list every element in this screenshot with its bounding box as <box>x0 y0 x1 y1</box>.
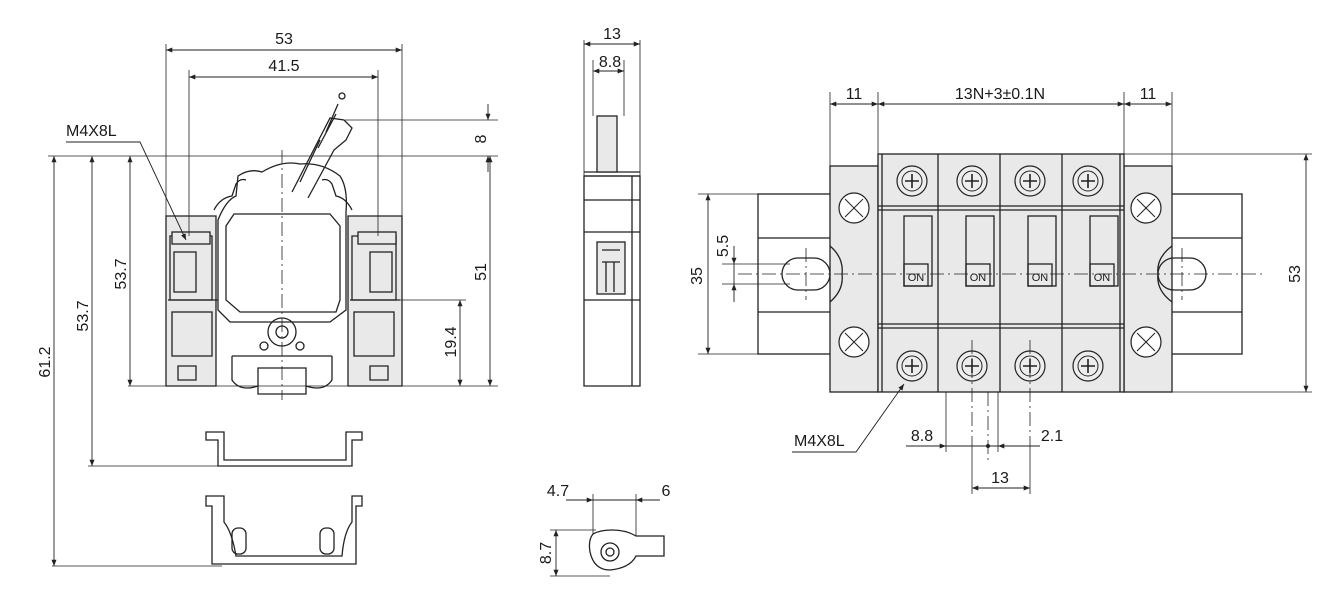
dim-rail-height-b: 53.7 <box>75 300 92 331</box>
dim-terminal-left: 4.7 <box>547 483 569 500</box>
switch-label-2: ON <box>970 272 987 284</box>
front-view-body <box>165 92 403 395</box>
switch-label-1: ON <box>908 272 925 284</box>
dim-side-width: 13 <box>603 26 621 43</box>
mount-screw-top-left <box>838 192 870 224</box>
front-screw-label: M4X8L <box>66 123 117 140</box>
top-view-body <box>757 153 1243 393</box>
dim-rail-height-a: 53.7 <box>113 258 130 289</box>
switch-label-3: ON <box>1032 272 1049 284</box>
dim-front-width-inner: 41.5 <box>268 58 299 75</box>
top-screw-label: M4X8L <box>794 433 845 450</box>
dim-overall-height: 53 <box>1287 265 1304 283</box>
dim-body-height: 51 <box>473 263 490 281</box>
terminal-detail: 4.7 6 8.7 <box>538 483 671 577</box>
dim-gap: 2.1 <box>1041 428 1063 445</box>
dim-terminal-height: 8.7 <box>538 542 555 564</box>
screw-bottom-4 <box>1072 350 1104 382</box>
screw-top-1 <box>896 165 928 197</box>
screw-top-3 <box>1014 165 1046 197</box>
dim-terminal-right: 6 <box>662 483 671 500</box>
dim-lower-height: 19.4 <box>443 326 460 357</box>
dim-front-width-overall: 53 <box>275 31 293 48</box>
dim-pitch: 13 <box>991 470 1009 487</box>
din-rail-profiles <box>205 431 363 565</box>
dim-end-left: 11 <box>846 86 863 103</box>
screw-top-2 <box>956 165 988 197</box>
dim-end-right: 11 <box>1140 86 1157 103</box>
screw-top-4 <box>1072 165 1104 197</box>
dim-lever-height: 8 <box>473 134 490 143</box>
dim-total-height: 61.2 <box>37 346 54 377</box>
screw-bottom-1 <box>896 350 928 382</box>
mount-screw-bottom-right <box>1130 326 1162 358</box>
top-view: ON ON ON ON 11 13N+3±0.1N 11 5.5 3 <box>689 86 1312 494</box>
dim-mount-height: 35 <box>689 267 706 285</box>
side-view-body <box>583 115 641 387</box>
dim-pitch-formula: 13N+3±0.1N <box>955 86 1045 103</box>
mount-screw-bottom-left <box>838 326 870 358</box>
dim-side-width-inner: 8.8 <box>599 54 621 71</box>
front-view: 53 41.5 8 51 19.4 53.7 53.7 61.2 M4X8L <box>37 31 498 567</box>
side-view: 13 8.8 <box>583 26 641 387</box>
switch-label-4: ON <box>1094 272 1111 284</box>
mount-screw-top-right <box>1130 192 1162 224</box>
dim-slot-height: 5.5 <box>715 235 732 257</box>
dim-terminal-spacing: 8.8 <box>911 428 933 445</box>
